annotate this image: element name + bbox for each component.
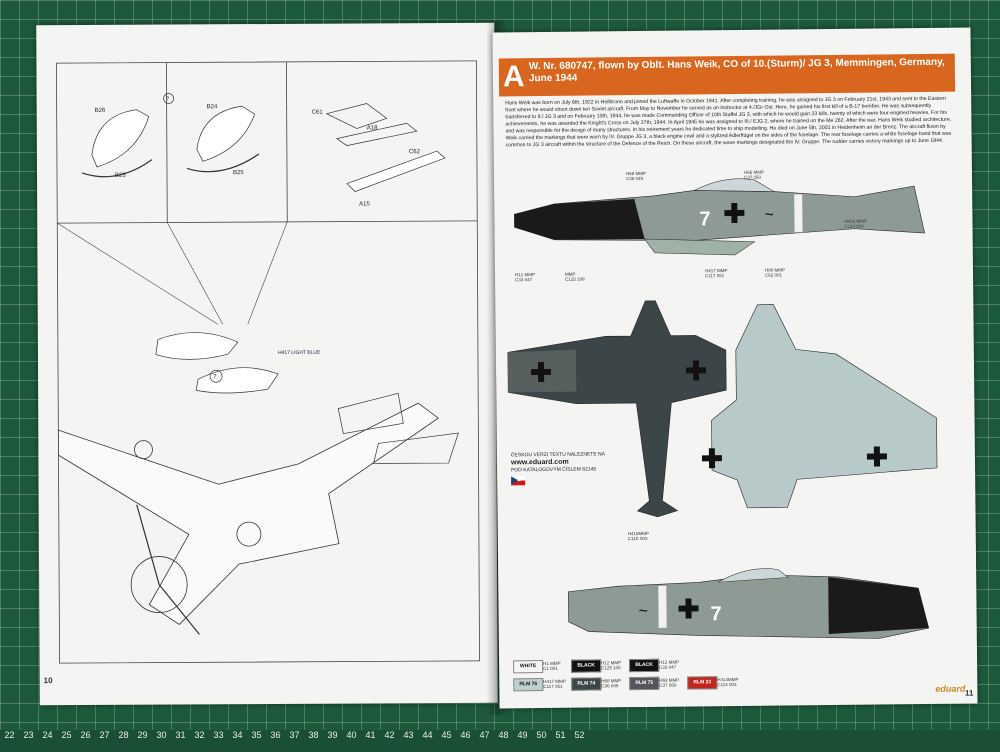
- ruler-tick: 30: [156, 730, 167, 740]
- svg-text:C62: C62: [409, 149, 421, 155]
- aircraft-profiles: 7 ~ 7 ~: [507, 178, 938, 639]
- ruler-tick: 36: [270, 730, 281, 740]
- swatch-white: WHITE: [513, 660, 544, 674]
- paint-ref-h416: H416 MMP C114 003: [844, 218, 868, 229]
- swatch-code: H414MMP C114 003: [717, 676, 739, 688]
- left-page-instructions: ? B26 B23 B24 B25 C61 A18 C62 A15 ? H: [36, 22, 498, 706]
- swatch-rlm-23: RLM 23: [687, 676, 718, 690]
- swatch-rlm-75: RLM 75: [629, 676, 660, 691]
- aircraft-assembly-drawing: ?: [57, 332, 459, 635]
- svg-text:~: ~: [638, 603, 648, 620]
- paint-ref-h417: H417 MMP C117 051: [704, 268, 728, 279]
- ruler-tick: 52: [574, 730, 585, 740]
- right-page-number: 11: [964, 688, 974, 698]
- paint-note: H417 LIGHT BLUE: [278, 350, 321, 356]
- side-profile-right: 7 ~: [568, 568, 930, 639]
- parts-a15-a18: [325, 103, 446, 192]
- website-note: ČESKOU VERZI TEXTU NALEZNETE NA www.edua…: [510, 451, 631, 486]
- svg-text:B26: B26: [95, 108, 106, 114]
- ruler-tick: 45: [441, 730, 452, 740]
- svg-text:7: 7: [699, 208, 710, 230]
- ruler-tick: 38: [308, 730, 319, 740]
- swatch-black: BLACK: [571, 659, 602, 673]
- left-page-number: 10: [43, 676, 53, 686]
- svg-text:B25: B25: [233, 170, 244, 176]
- ruler-tick: 49: [517, 730, 528, 740]
- ruler-tick: 40: [346, 730, 357, 740]
- paint-ref-c125: MMP C125 108: [564, 271, 585, 282]
- website-link[interactable]: www.eduard.com: [510, 458, 569, 467]
- ruler-tick: 29: [137, 730, 148, 740]
- ruler-tick: 31: [175, 730, 186, 740]
- czech-note: ČESKOU VERZI TEXTU NALEZNETE NA: [510, 451, 606, 459]
- svg-text:A18: A18: [367, 125, 378, 131]
- paint-ref-h68: H68 MMP C36 049: [625, 170, 646, 182]
- top-view: [507, 300, 727, 518]
- ruler-tick: 32: [194, 730, 205, 740]
- ruler-tick: 50: [536, 730, 547, 740]
- swatch-code: H68 MMP C36 049: [601, 678, 622, 689]
- ruler-tick: 26: [80, 730, 91, 740]
- ruler-tick: 47: [479, 730, 490, 740]
- ruler-tick: 43: [403, 730, 414, 740]
- ruler-tick: 35: [251, 730, 262, 740]
- canopy-part-b24: [186, 105, 260, 173]
- ruler-tick: 24: [42, 730, 53, 740]
- czech-flag-icon: [511, 476, 526, 486]
- swatch-rlm-76: RLM 76: [513, 678, 544, 692]
- svg-text:B24: B24: [207, 104, 218, 110]
- ruler-tick: 22: [4, 730, 15, 740]
- query-mark: ?: [166, 97, 170, 103]
- ruler-tick: 46: [460, 730, 471, 740]
- swatch-code: H12 MMP C33 047: [659, 659, 680, 670]
- ruler-tick: 34: [232, 730, 243, 740]
- brand-logo: eduard: [935, 683, 966, 694]
- bottom-view: [701, 304, 938, 509]
- swatch-code: H417 MMP C117 051: [543, 678, 566, 690]
- ruler-tick: 28: [118, 730, 129, 740]
- assembly-diagram: ? B26 B23 B24 B25 C61 A18 C62 A15 ? H: [56, 60, 480, 664]
- ruler-tick: 33: [213, 730, 224, 740]
- ruler-tick: 37: [289, 730, 300, 740]
- ruler-tick: 41: [365, 730, 376, 740]
- paint-ref-h80: H80 MMP C62 001: [764, 267, 786, 278]
- ruler-tick: 23: [23, 730, 34, 740]
- svg-text:B23: B23: [115, 173, 126, 179]
- swatch-rlm-74: RLM 74: [571, 677, 602, 691]
- right-page-camouflage: A W. Nr. 680747, flown by Oblt. Hans Wei…: [492, 27, 978, 709]
- swatch-code: H1 MMP C1 001: [543, 660, 561, 672]
- side-profile-left: 7 ~: [514, 178, 925, 256]
- ruler-tick: 51: [555, 730, 566, 740]
- paint-ref-c11k: H416MMP C11K 003: [627, 530, 650, 542]
- svg-text:7: 7: [710, 603, 721, 625]
- mat-ruler: 22 23 24 25 26 27 28 29 30 31 32 33 34 35 36 37 38 39 40 41…: [0, 730, 1000, 752]
- ruler-tick: 44: [422, 730, 433, 740]
- swatch-code: H69 MMP C37 050: [659, 677, 680, 688]
- ruler-tick: 25: [61, 730, 72, 740]
- ruler-tick: 48: [498, 730, 509, 740]
- paint-ref-h12: H12 MMP C33 047: [514, 272, 536, 283]
- swatch-black: BLACK: [629, 658, 660, 673]
- swatch-code: H12 MMP C125 108: [601, 660, 622, 671]
- svg-text:~: ~: [764, 207, 774, 224]
- ruler-tick: 27: [99, 730, 110, 740]
- svg-text:C61: C61: [312, 110, 324, 116]
- ruler-tick: 39: [327, 730, 338, 740]
- paint-ref-h65: H65 MMP C37 050: [743, 169, 764, 180]
- catalog-note: POD KATALOGOVÝM ČÍSLEM 82145: [511, 466, 597, 474]
- ruler-tick: 42: [384, 730, 395, 740]
- canopy-part-b26: [81, 109, 153, 178]
- svg-text:A15: A15: [359, 201, 370, 207]
- svg-text:?: ?: [213, 374, 217, 380]
